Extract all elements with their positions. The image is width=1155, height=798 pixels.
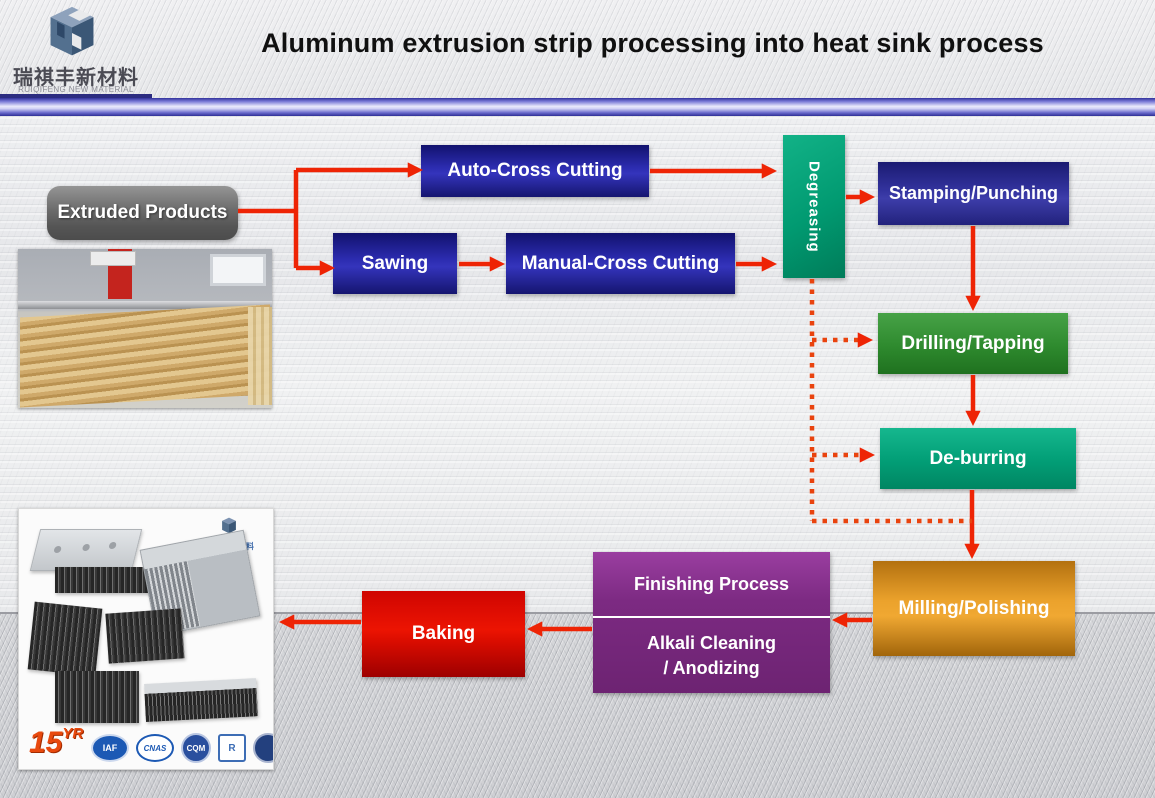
node-stamping-punching-label: Stamping/Punching: [889, 183, 1058, 203]
node-milling-polishing-label: Milling/Polishing: [898, 597, 1050, 619]
alkali-cleaning-line2: / Anodizing: [663, 657, 760, 678]
logo-company-name-en: RUIQIFENG NEW MATERIAL: [18, 85, 134, 94]
node-baking-label: Baking: [411, 623, 476, 644]
years-badge: 15YR: [29, 725, 83, 760]
photo-strip-ends: [248, 307, 272, 405]
finishing-process-label: Finishing Process: [633, 573, 790, 594]
logo-underline-bar: [0, 94, 152, 99]
company-logo: 瑞祺丰新材料 RUIQIFENG NEW MATERIAL: [0, 0, 152, 99]
node-milling-polishing: Milling/Polishing: [873, 561, 1075, 656]
node-finishing-process: Finishing Process Alkali Cleaning / Anod…: [593, 552, 830, 693]
photo-rail-shape: [18, 301, 272, 309]
watermark-cube-icon: [222, 517, 236, 534]
heat-sink-bottom-wide: [144, 678, 258, 722]
logo-company-name-cn: 瑞祺丰新材料: [13, 67, 139, 89]
years-suffix: YR: [62, 725, 84, 742]
node-sawing-label: Sawing: [361, 252, 429, 274]
node-auto-cross-cutting-label: Auto-Cross Cutting: [447, 160, 623, 181]
node-extruded-products-label: Extruded Products: [57, 202, 228, 223]
iaf-badge-icon: IAF: [91, 734, 129, 762]
photo-strip-stack: [20, 304, 270, 408]
years-value: 15: [29, 726, 63, 759]
alkali-cleaning-anodizing-section: Alkali Cleaning / Anodizing: [593, 616, 830, 693]
certification-badges: IAF CNAS CQM R: [91, 733, 273, 763]
node-baking: Baking: [362, 591, 525, 677]
node-degreasing-label: Degreasing: [805, 160, 823, 253]
node-drilling-tapping-label: Drilling/Tapping: [901, 332, 1045, 354]
node-de-burring: De-burring: [880, 428, 1076, 489]
photo-panel-shape: [90, 251, 136, 266]
extruded-strips-photo: [18, 249, 272, 408]
cnas-badge-icon: CNAS: [136, 734, 174, 762]
cert-badge-icon: [253, 733, 273, 763]
header-divider-bar: [0, 98, 1155, 116]
logo-cube-icon: [50, 6, 94, 56]
slide-title: Aluminum extrusion strip processing into…: [261, 28, 1044, 58]
heat-sink-bottom-small: [55, 671, 139, 723]
heat-sink-dark-left: [27, 601, 103, 677]
node-extruded-products: Extruded Products: [47, 186, 238, 240]
photo-window-shape: [210, 254, 266, 286]
metal-band-top: [0, 0, 1155, 98]
node-auto-cross-cutting: Auto-Cross Cutting: [421, 145, 649, 197]
alkali-cleaning-line1: Alkali Cleaning: [646, 633, 777, 654]
heat-sink-products-photo: 瑞祺丰新材料 15YR IAF CNAS CQM R: [18, 508, 274, 770]
cqm-badge-icon: CQM: [181, 733, 211, 763]
node-stamping-punching: Stamping/Punching: [878, 162, 1069, 225]
heat-sink-bracket: [29, 529, 143, 571]
node-sawing: Sawing: [333, 233, 457, 294]
node-manual-cross-cutting-label: Manual-Cross Cutting: [521, 252, 720, 274]
heat-sink-center: [105, 608, 185, 664]
node-manual-cross-cutting: Manual-Cross Cutting: [506, 233, 735, 294]
node-drilling-tapping: Drilling/Tapping: [878, 313, 1068, 374]
node-degreasing: Degreasing: [783, 135, 845, 278]
node-de-burring-label: De-burring: [929, 447, 1027, 469]
r-mark-badge-icon: R: [218, 734, 246, 762]
